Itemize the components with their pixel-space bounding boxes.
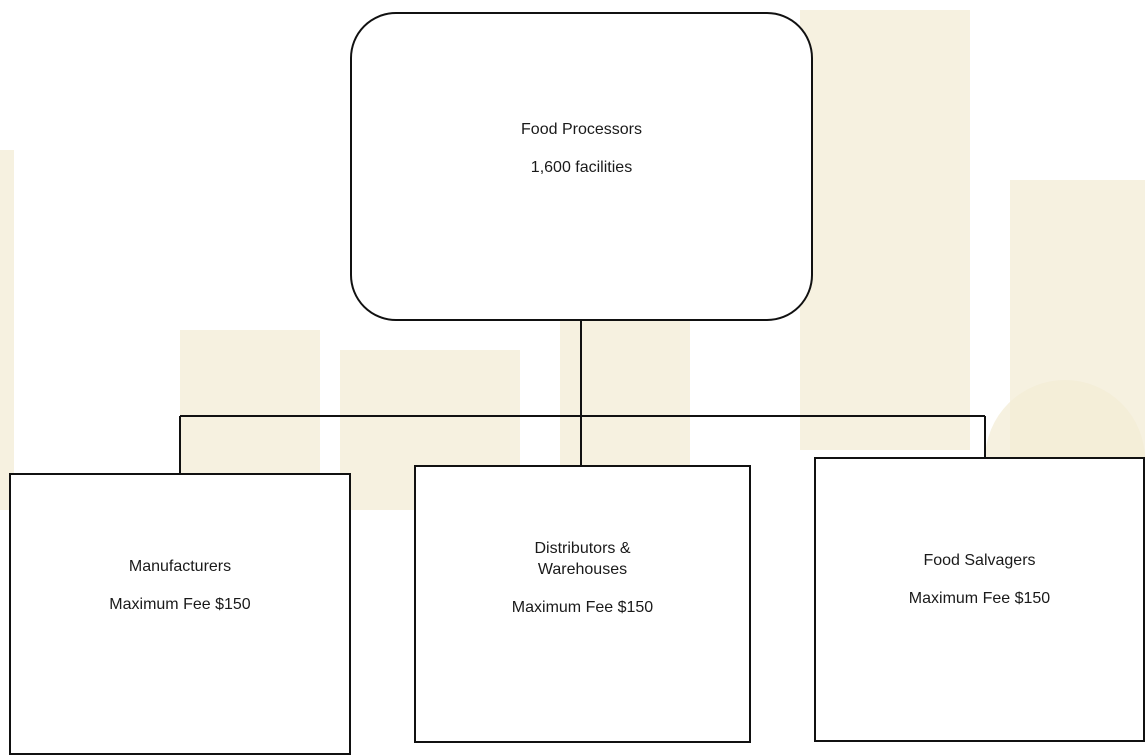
node-food-processors: Food Processors 1,600 facilities [350, 12, 813, 321]
node-title-line-1: Distributors & [534, 540, 631, 557]
node-title: Food Salvagers [923, 552, 1036, 569]
node-title: Food Processors [521, 121, 642, 138]
node-detail: Maximum Fee $150 [908, 590, 1051, 607]
background-block [0, 150, 14, 510]
node-detail: 1,600 facilities [530, 159, 633, 176]
node-title-line-2: Warehouses [537, 561, 628, 578]
background-block [800, 10, 970, 450]
node-food-salvagers: Food Salvagers Maximum Fee $150 [814, 457, 1145, 742]
node-manufacturers: Manufacturers Maximum Fee $150 [9, 473, 351, 755]
node-title: Manufacturers [128, 557, 232, 575]
node-detail: Maximum Fee $150 [511, 599, 654, 616]
node-detail: Maximum Fee $150 [109, 595, 251, 613]
node-distributors-warehouses: Distributors & Warehouses Maximum Fee $1… [414, 465, 751, 743]
